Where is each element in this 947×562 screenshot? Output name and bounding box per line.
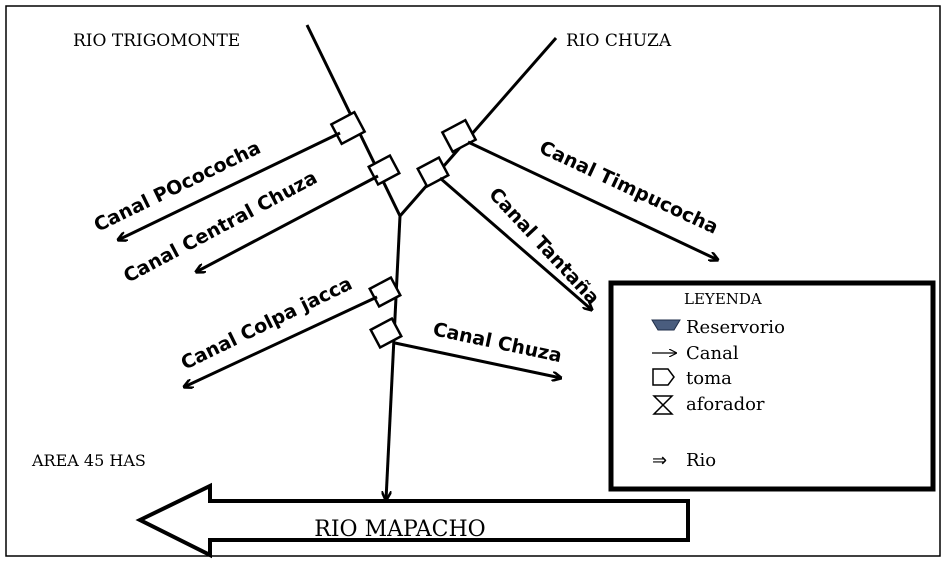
canal-tantana-arrow [439, 176, 592, 310]
legend-item-label: Rio [686, 450, 716, 471]
intake-icon [329, 110, 367, 146]
rio-mapacho-label: RIO MAPACHO [314, 517, 485, 542]
reservoir-icon [651, 319, 681, 331]
legend-item-label: Reservorio [686, 317, 785, 338]
rio-chuza-label: RIO CHUZA [566, 31, 672, 51]
main-river-line [386, 215, 402, 500]
canal-tantana-label: Canal Tantaña [484, 183, 603, 309]
canal-chuza-arrow [394, 341, 561, 378]
legend-item-label: aforador [686, 394, 765, 415]
canal-colpa-jacca-arrow [184, 295, 378, 387]
canal-timpucocha-arrow [467, 140, 718, 260]
rio-trigomonte-label: RIO TRIGOMONTE [73, 31, 240, 51]
rio-chuza-line [398, 37, 558, 217]
legend-item-label: toma [686, 368, 732, 389]
legend: LEYENDA Reservorio Canal toma aforador ⇒… [608, 280, 936, 492]
page-frame [5, 5, 941, 557]
intake-icon [440, 118, 478, 154]
legend-item-label: Canal [686, 343, 739, 364]
canal-central-chuza-arrow [196, 174, 379, 272]
canal-colpa-jacca-label: Canal Colpa jacca [178, 273, 356, 375]
gauge-icon [652, 395, 674, 415]
canal-chuza-label: Canal Chuza [431, 318, 564, 367]
canal-central-chuza-label: Canal Central Chuza [120, 167, 321, 288]
rio-mapacho-arrow [135, 482, 690, 559]
intake-icon [652, 368, 675, 386]
river-arrow-icon: ⇒ [652, 450, 667, 471]
intake-icon [369, 316, 403, 350]
canal-pococha-arrow [118, 131, 341, 240]
area-label: AREA 45 HAS [31, 451, 146, 470]
legend-title: LEYENDA [684, 290, 762, 308]
legend-box [608, 280, 936, 492]
